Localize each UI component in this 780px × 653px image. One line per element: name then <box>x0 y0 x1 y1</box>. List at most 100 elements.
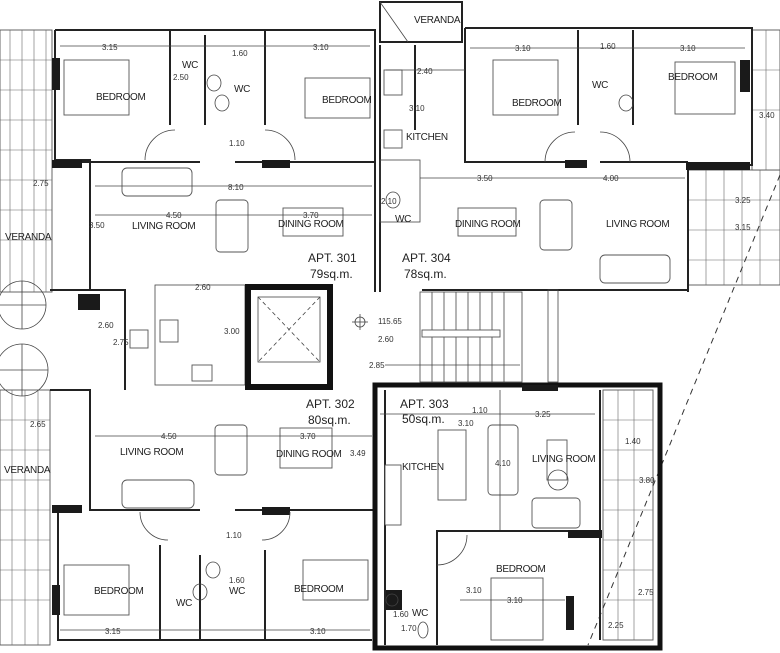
dimension-label: 3.10 <box>466 586 482 595</box>
room-label-living-room: LIVING ROOM <box>606 219 669 230</box>
dimension-label: 3.70 <box>300 432 316 441</box>
apt303-veranda <box>602 389 654 641</box>
room-label-wc: WC <box>182 60 198 71</box>
room-label-wc: WC <box>592 80 608 91</box>
sofa-icon <box>531 497 581 529</box>
dimension-label: 2.75 <box>638 588 654 597</box>
dimension-label: 3.80 <box>639 476 655 485</box>
apartment-labels: APT. 301 79sq.m. APT. 304 78sq.m. APT. 3… <box>306 251 451 427</box>
dimension-label: 3.25 <box>535 410 551 419</box>
room-label-dining-room: DINING ROOM <box>455 219 521 230</box>
dimension-label: 2.60 <box>98 321 114 330</box>
dimension-label: 4.50 <box>166 211 182 220</box>
apartment-name: APT. 302 <box>306 397 355 411</box>
apt302-walls <box>50 389 375 641</box>
room-label-bedroom: BEDROOM <box>294 584 344 595</box>
apartment-area: 50sq.m. <box>402 412 445 426</box>
room-label-veranda: VERANDA <box>5 232 52 243</box>
stove-icon <box>129 329 149 349</box>
room-label-dining-room: DINING ROOM <box>278 219 344 230</box>
room-label-bedroom: BEDROOM <box>96 92 146 103</box>
room-label-bedroom: BEDROOM <box>668 72 718 83</box>
dashed-boundary-line <box>587 174 780 646</box>
dimension-label: 2.40 <box>417 67 433 76</box>
dimension-label: 4.00 <box>603 174 619 183</box>
dimension-label: 3.40 <box>759 111 775 120</box>
apt303-walls <box>372 382 663 651</box>
dimension-label: 3.10 <box>313 43 329 52</box>
right-veranda <box>687 29 780 286</box>
dimension-label: 2.60 <box>378 335 394 344</box>
room-label-bedroom: BEDROOM <box>94 586 144 597</box>
dimension-label: 2.85 <box>369 361 385 370</box>
kitchen-counter <box>384 464 402 526</box>
room-label-bedroom: BEDROOM <box>496 564 546 575</box>
dimension-label: 2.65 <box>30 420 46 429</box>
dimension-label: 1.60 <box>600 42 616 51</box>
dimension-label: 1.70 <box>401 624 417 633</box>
furniture <box>63 59 736 616</box>
dimension-label: 1.10 <box>472 406 488 415</box>
dimension-label: 3.10 <box>458 419 474 428</box>
dimension-label: 3.50 <box>477 174 493 183</box>
dimension-label: 3.49 <box>350 449 366 458</box>
left-veranda-lower <box>0 389 51 646</box>
dimension-label: 3.10 <box>680 44 696 53</box>
dimension-label: 3.15 <box>105 627 121 636</box>
spiral-stairs <box>0 280 49 397</box>
dimension-label: 1.10 <box>229 139 245 148</box>
dimension-label: 1.10 <box>226 531 242 540</box>
dimension-labels: 3.15 1.60 3.10 2.50 1.10 2.75 8.10 4.50 … <box>30 42 775 636</box>
room-label-veranda: VERANDA <box>414 15 461 26</box>
apartment-name: APT. 304 <box>402 251 451 265</box>
room-label-dining-room: DINING ROOM <box>276 449 342 460</box>
dimension-label: 4.10 <box>495 459 511 468</box>
dimension-label: 3.25 <box>735 196 751 205</box>
dimension-label: 3.70 <box>303 211 319 220</box>
room-label-veranda: VERANDA <box>4 465 51 476</box>
apartment-area: 80sq.m. <box>308 413 351 427</box>
apartment-area: 78sq.m. <box>404 267 447 281</box>
room-label-living-room: LIVING ROOM <box>120 447 183 458</box>
kitchen-island <box>437 429 467 501</box>
dimension-label: 2.10 <box>381 197 397 206</box>
stove-icon <box>191 364 213 382</box>
dimension-label: 3.10 <box>507 596 523 605</box>
room-label-kitchen: KITCHEN <box>406 132 448 143</box>
room-label-wc: WC <box>176 598 192 609</box>
room-label-living-room: LIVING ROOM <box>532 454 595 465</box>
dimension-label: 3.10 <box>310 627 326 636</box>
dimension-label: 3.50 <box>89 221 105 230</box>
apartment-area: 79sq.m. <box>310 267 353 281</box>
room-labels: BEDROOM WC WC BEDROOM LIVING ROOM DINING… <box>4 15 718 619</box>
bed-icon <box>490 577 544 641</box>
room-label-wc: WC <box>234 84 250 95</box>
dimension-label: 1.60 <box>229 576 245 585</box>
dimension-lines <box>60 45 745 631</box>
dimension-label: 8.10 <box>228 183 244 192</box>
dimension-label: 2.60 <box>195 283 211 292</box>
room-label-wc: WC <box>395 214 411 225</box>
apartment-name: APT. 303 <box>400 397 449 411</box>
coffee-table <box>546 439 568 481</box>
dimension-label: 3.10 <box>409 104 425 113</box>
dimension-label: 1.40 <box>625 437 641 446</box>
building-core <box>50 284 559 390</box>
dimension-label: 2.50 <box>173 73 189 82</box>
dimension-label: 3.10 <box>515 44 531 53</box>
room-label-kitchen: KITCHEN <box>402 462 444 473</box>
dimension-label: 1.60 <box>393 610 409 619</box>
dimension-label: 2.75 <box>113 338 129 347</box>
left-veranda-upper <box>0 29 53 293</box>
dimension-label: 1.60 <box>232 49 248 58</box>
apt301-walls <box>52 29 376 292</box>
room-label-bedroom: BEDROOM <box>512 98 562 109</box>
dimension-label: 115.65 <box>378 317 402 326</box>
sofa-icon <box>487 424 519 496</box>
dimension-label: 3.00 <box>224 327 240 336</box>
top-veranda <box>379 1 463 43</box>
room-label-wc: WC <box>412 608 428 619</box>
kitchen-sink-icon <box>159 319 179 343</box>
dimension-label: 2.75 <box>33 179 49 188</box>
